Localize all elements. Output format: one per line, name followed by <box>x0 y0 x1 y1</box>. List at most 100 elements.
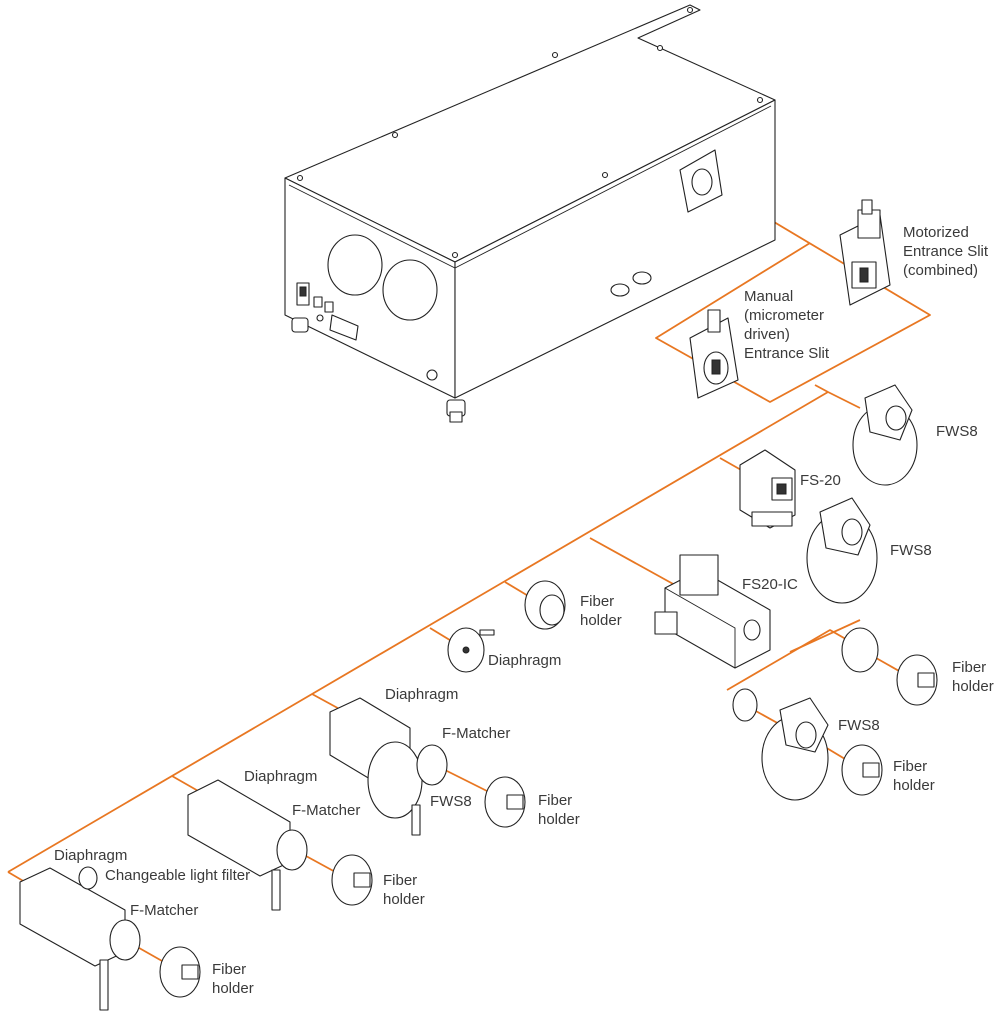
fs20-opening <box>776 483 787 495</box>
fws8-top-part <box>852 384 918 486</box>
foot-pad <box>449 411 463 423</box>
label-fws8-mid: FWS8 <box>890 542 932 559</box>
assembly-c-part <box>187 779 373 911</box>
connector-fws8-top <box>814 384 861 409</box>
connector-fs20ic <box>589 537 676 586</box>
right-fiber-holder-2-nut <box>862 762 880 778</box>
label-fiber-holder-r2: Fiber holder <box>893 758 935 794</box>
right-branch-parts <box>732 627 938 801</box>
label-fs20: FS-20 <box>800 472 841 489</box>
assembly-d-filter <box>78 866 98 890</box>
motorized-slit-cap <box>861 199 873 215</box>
screw <box>451 251 459 259</box>
manual-slit-micrometer <box>707 309 721 333</box>
assembly-c-fiber-nut <box>353 872 371 888</box>
serial-port <box>329 314 359 341</box>
right-fiber-holder-2 <box>841 744 883 796</box>
assembly-c-tube <box>187 779 291 877</box>
right-fiber-holder-1-nut <box>917 672 935 688</box>
fs20ic-motor <box>679 554 719 596</box>
screw <box>756 96 764 104</box>
connector-fiber-a <box>504 581 531 598</box>
side-port <box>610 283 630 297</box>
label-f-matcher-d: F-Matcher <box>130 902 198 919</box>
label-fiber-holder-a: Fiber holder <box>580 593 622 629</box>
side-port <box>632 271 652 285</box>
screw <box>391 131 399 139</box>
power-switch-rocker <box>299 286 307 297</box>
fs20-part <box>739 449 796 529</box>
exit-port-hole <box>691 168 713 196</box>
label-fws8-b: FWS8 <box>430 793 472 810</box>
assembly-c-f-matcher <box>276 829 308 871</box>
assembly-d-f-matcher <box>109 919 141 961</box>
label-fws8-right: FWS8 <box>838 717 880 734</box>
assembly-d-fiber-holder <box>159 946 201 998</box>
diaphragm-a-part <box>447 627 495 673</box>
right-fiber-holder-1 <box>896 654 938 706</box>
right-diaphragm <box>732 688 758 722</box>
assembly-c-fiber-holder <box>331 854 373 906</box>
label-diaphragm-c: Diaphragm <box>244 768 317 785</box>
fs20ic-edge <box>664 587 736 668</box>
spectrometer-housing <box>284 4 776 423</box>
screw <box>551 51 559 59</box>
label-fiber-holder-c: Fiber holder <box>383 872 425 908</box>
screw <box>296 174 304 182</box>
label-motorized-slit: Motorized Entrance Slit (combined) <box>903 224 992 279</box>
assembly-b-fiber-holder <box>484 776 526 828</box>
connector-c <box>171 775 201 793</box>
label-diaphragm-b: Diaphragm <box>385 686 458 703</box>
usb-port <box>324 301 334 313</box>
connector-d <box>7 871 26 883</box>
label-fiber-holder-d: Fiber holder <box>212 961 254 997</box>
front-led <box>316 314 324 322</box>
screw <box>601 171 609 179</box>
housing-rim <box>288 105 772 269</box>
diaphragm-a-hole <box>462 646 470 654</box>
label-light-filter-d: Changeable light filter <box>105 867 250 884</box>
label-fiber-holder-b: Fiber holder <box>538 792 580 828</box>
connector-main-spine <box>7 391 829 873</box>
foot <box>291 317 309 333</box>
diaphragm-a-lever <box>479 629 495 636</box>
labels: Motorized Entrance Slit (combined) Manua… <box>54 224 994 997</box>
assembly-d-fiber-nut <box>181 964 199 980</box>
assembly-c-post <box>271 869 281 911</box>
label-f-matcher-c: F-Matcher <box>292 802 360 819</box>
fiber-holder-a-part <box>524 580 566 630</box>
assembly-d-post <box>99 959 109 1011</box>
fws8-mid-aperture <box>841 518 863 546</box>
screw <box>656 44 664 52</box>
screw <box>686 6 694 14</box>
label-fs20-ic: FS20-IC <box>742 576 798 593</box>
usb-port <box>313 296 323 308</box>
fs20ic-port <box>743 619 761 641</box>
label-f-matcher-b: F-Matcher <box>442 725 510 742</box>
fws8-top-aperture <box>885 405 907 431</box>
right-fws8-aperture <box>795 721 817 749</box>
label-fiber-holder-r1: Fiber holder <box>952 659 994 695</box>
fiber-holder-a-nut <box>539 594 565 626</box>
manual-slit-opening <box>711 359 721 375</box>
motorized-slit-part <box>839 199 891 306</box>
front-screw <box>426 369 438 381</box>
label-fws8-top: FWS8 <box>936 423 978 440</box>
assembly-d-part <box>19 866 201 1011</box>
label-manual-slit: Manual (micrometer driven) Entrance Slit <box>744 288 830 362</box>
label-diaphragm-a: Diaphragm <box>488 652 561 669</box>
motorized-slit-opening <box>859 267 869 283</box>
fs20-body <box>739 449 796 529</box>
manual-slit-part <box>689 309 739 399</box>
front-port-right <box>382 259 438 321</box>
label-diaphragm-d: Diaphragm <box>54 847 127 864</box>
assembly-b-fiber-nut <box>506 794 524 810</box>
assembly-b-post <box>411 804 421 836</box>
fws8-mid-part <box>806 497 878 604</box>
fs20ic-mount <box>654 611 678 635</box>
right-adapter <box>841 627 879 673</box>
assembly-b-part <box>329 697 526 836</box>
front-port-left <box>327 234 383 296</box>
assembly-b-f-matcher <box>416 744 448 786</box>
